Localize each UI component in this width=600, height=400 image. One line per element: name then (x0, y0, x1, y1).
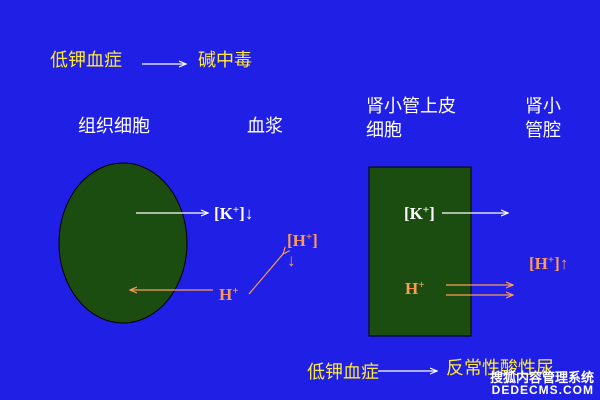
potassium-cell-label: [K+] (404, 204, 435, 223)
hydrogen-plasma-to-cell-arrow (248, 254, 283, 295)
tissue-cell-shape (58, 162, 188, 324)
lumen-header-line2: 管腔 (525, 120, 561, 141)
hydrogen-ion-label: H+ (219, 285, 239, 304)
watermark: 搜狐内容管理系统 DEDECMS.COM (490, 371, 594, 397)
plasma-header: 血浆 (247, 116, 283, 137)
lumen-header-line1: 肾小 (525, 96, 561, 117)
hydrogen-cell-label: H+ (405, 279, 425, 298)
tissue-cell-header: 组织细胞 (78, 116, 150, 137)
renal-tubular-cell-shape (368, 166, 472, 337)
renal-cell-header-line2: 细胞 (366, 120, 402, 141)
hydrogen-lumen-label: [H+]↑ (529, 254, 569, 273)
watermark-line2: DEDECMS.COM (491, 383, 594, 398)
watermark-line1: 搜狐内容管理系统 (489, 369, 594, 385)
renal-cell-header-line1: 肾小管上皮 (366, 96, 456, 117)
bottom-effect-label: 反常性酸性尿 (446, 358, 554, 379)
decrease-arrow-icon: ↓ (244, 204, 254, 223)
top-effect-label: 碱中毒 (198, 50, 252, 71)
hydrogen-plasma-label: [H+] (287, 231, 318, 250)
increase-arrow-icon: ↑ (559, 254, 569, 273)
top-cause-label: 低钾血症 (50, 50, 122, 71)
decrease-arrow-icon: ↓ (287, 251, 296, 270)
potassium-plasma-label: [K+]↓ (214, 204, 254, 223)
bottom-cause-label: 低钾血症 (307, 362, 379, 383)
